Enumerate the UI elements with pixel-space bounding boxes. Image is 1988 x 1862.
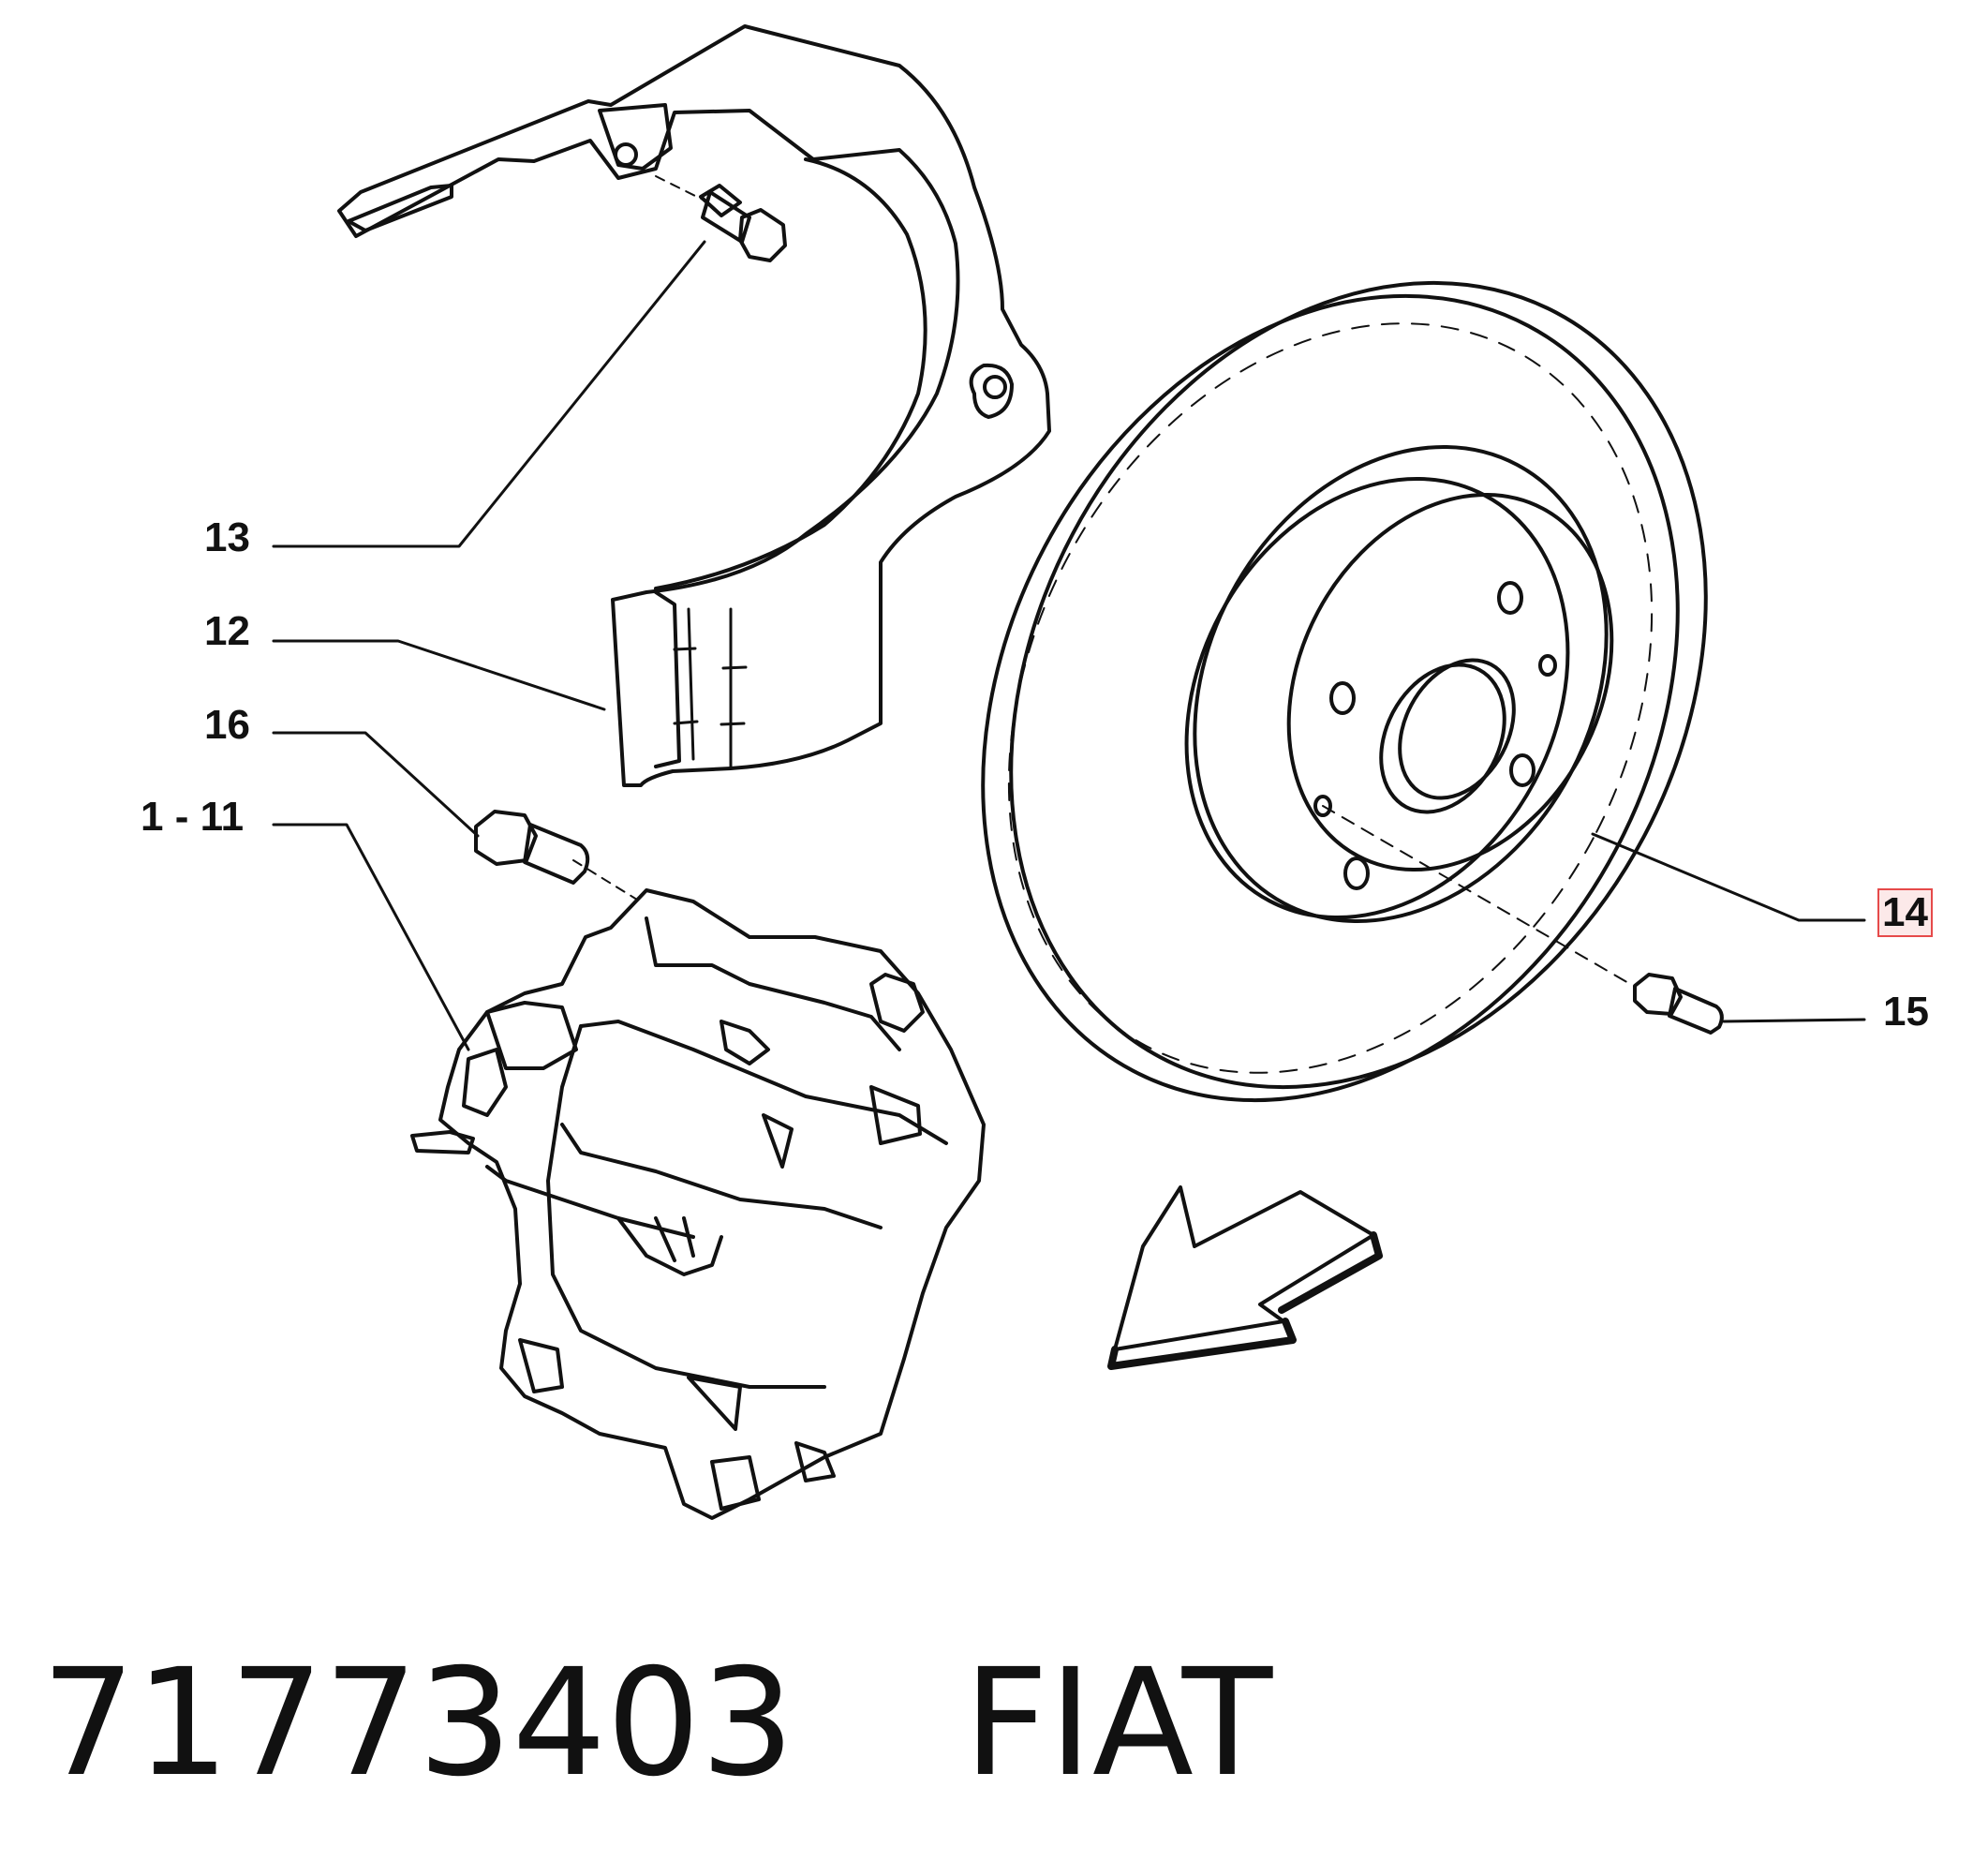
- label-dust-shield: 12: [204, 608, 250, 654]
- leader-12: [272, 639, 606, 711]
- leader-1-11: [272, 823, 470, 1051]
- brand-name: FIAT: [963, 1637, 1273, 1810]
- part-caption: 71773403 FIAT: [41, 1649, 1272, 1797]
- label-shield-bolt: 13: [204, 514, 250, 560]
- direction-arrow: [1107, 1185, 1383, 1370]
- label-disc-screw: 15: [1883, 989, 1929, 1035]
- leader-14: [1591, 832, 1866, 922]
- brake-disc-part: [981, 280, 1708, 1103]
- label-caliper-bolt: 16: [204, 702, 250, 748]
- leader-13: [272, 240, 706, 548]
- caliper-bolt-part: [474, 810, 638, 901]
- leader-lines: [272, 240, 1866, 1051]
- dust-shield-part: [337, 24, 1051, 787]
- leader-15: [1722, 1018, 1866, 1023]
- disc-screw-part: [1633, 973, 1724, 1035]
- label-caliper: 1 - 11: [141, 794, 245, 840]
- part-number: 71773403: [41, 1637, 795, 1810]
- brake-caliper-part: [410, 888, 986, 1520]
- shield-bolt-part: [655, 175, 787, 262]
- leader-16: [272, 731, 480, 838]
- label-brake-disc[interactable]: 14: [1877, 888, 1933, 937]
